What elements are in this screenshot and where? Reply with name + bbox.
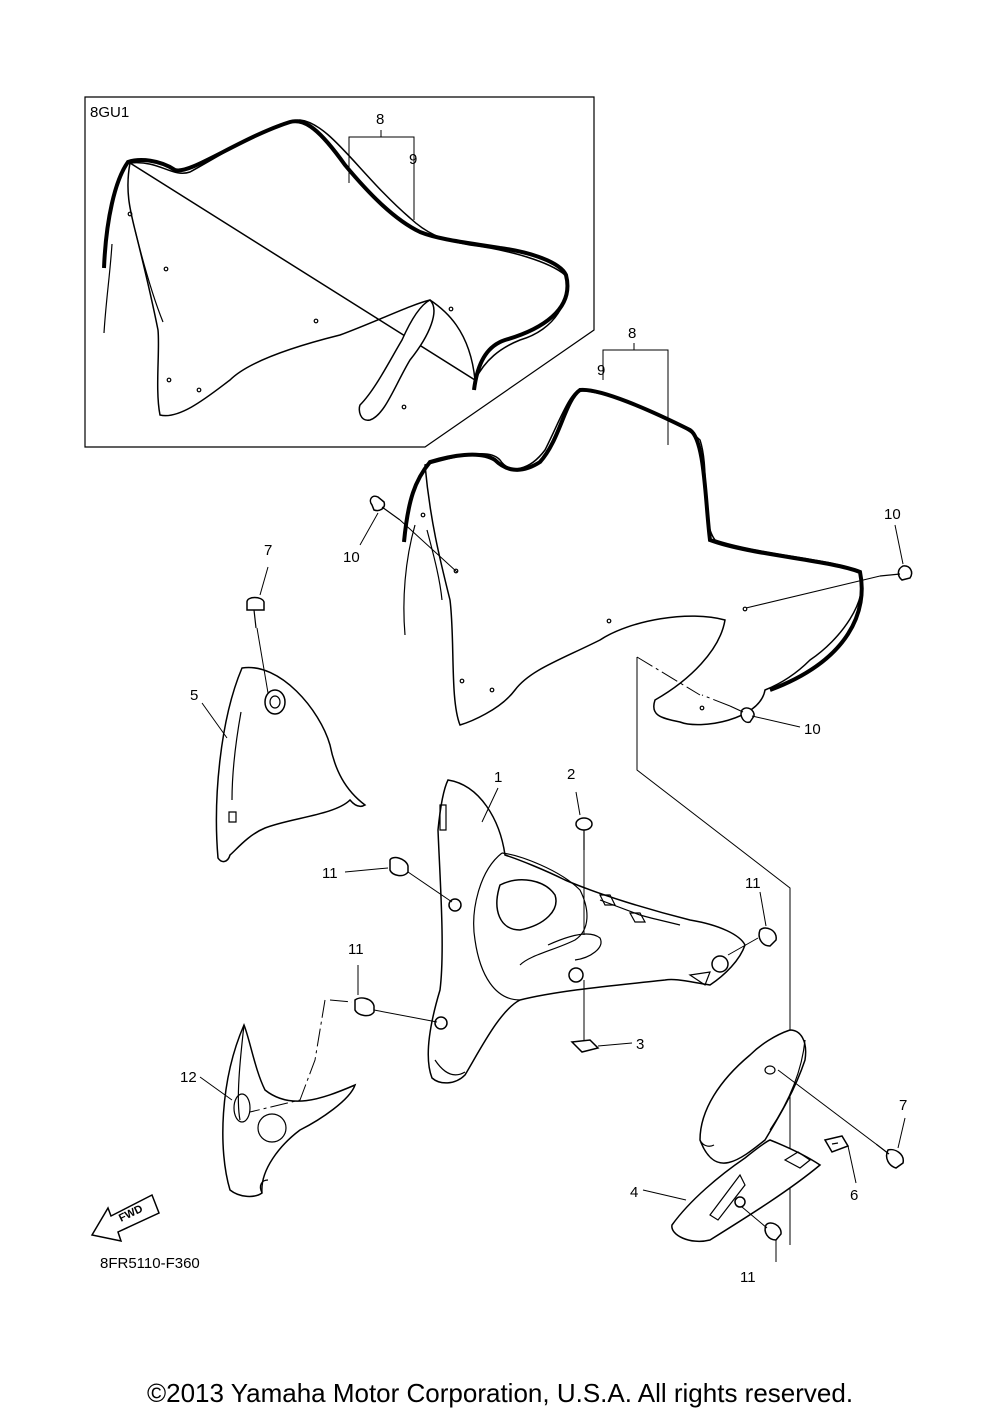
screw-10-right: 10 (745, 506, 913, 609)
callout-3: 3 (636, 1036, 644, 1053)
callout-1: 1 (494, 769, 502, 786)
screw-2: 2 (567, 766, 593, 935)
callout-10: 10 (343, 549, 360, 566)
callout-8-9-main: 8 9 (597, 325, 669, 445)
callout-5: 5 (190, 687, 198, 704)
screw-10-left: 10 (343, 495, 458, 573)
callout-11: 11 (745, 875, 761, 892)
callout-7: 7 (899, 1097, 907, 1114)
collar-11-lower: 11 (329, 941, 438, 1023)
callout-11: 11 (322, 865, 338, 882)
screw-7-upper: 7 (246, 542, 272, 694)
callout-12: 12 (180, 1069, 197, 1086)
callout-8: 8 (628, 325, 636, 342)
fwd-arrow-icon: FWD (90, 1193, 160, 1242)
callout-7: 7 (264, 542, 272, 559)
callout-9: 9 (597, 362, 605, 379)
collar-11-left: 11 (322, 856, 453, 903)
clip-6: 6 (823, 1135, 858, 1204)
inset-callout-8-9: 8 9 (348, 111, 417, 220)
inset-box: 8GU1 8 9 (84, 96, 595, 448)
callout-8: 8 (376, 111, 384, 128)
collar-11-right: 11 (727, 875, 777, 956)
callout-6: 6 (850, 1187, 858, 1204)
screw-10-lower: 10 (701, 694, 821, 738)
callout-4: 4 (630, 1184, 638, 1201)
callout-11: 11 (348, 941, 364, 958)
callout-10: 10 (804, 721, 821, 738)
callout-10: 10 (884, 506, 901, 523)
callout-2: 2 (567, 766, 575, 783)
inner-cover-4: 4 (630, 1029, 822, 1242)
inner-cover-12: 12 (180, 999, 357, 1198)
inset-windshield (102, 119, 570, 421)
cowling-1: 1 (427, 769, 746, 1084)
inset-label: 8GU1 (90, 104, 129, 121)
assembly-line (636, 656, 701, 696)
drawing-code: 8FR5110-F360 (100, 1255, 200, 1272)
nut-3: 3 (570, 980, 644, 1053)
screw-7-lower: 7 (777, 1069, 907, 1169)
callout-11: 11 (740, 1269, 756, 1286)
inner-panel-5: 5 (190, 666, 367, 863)
collar-11-bottom: 11 (740, 1206, 782, 1286)
callout-9: 9 (409, 151, 417, 168)
copyright-notice: ©2013 Yamaha Motor Corporation, U.S.A. A… (146, 1378, 854, 1408)
windshield (402, 387, 864, 726)
